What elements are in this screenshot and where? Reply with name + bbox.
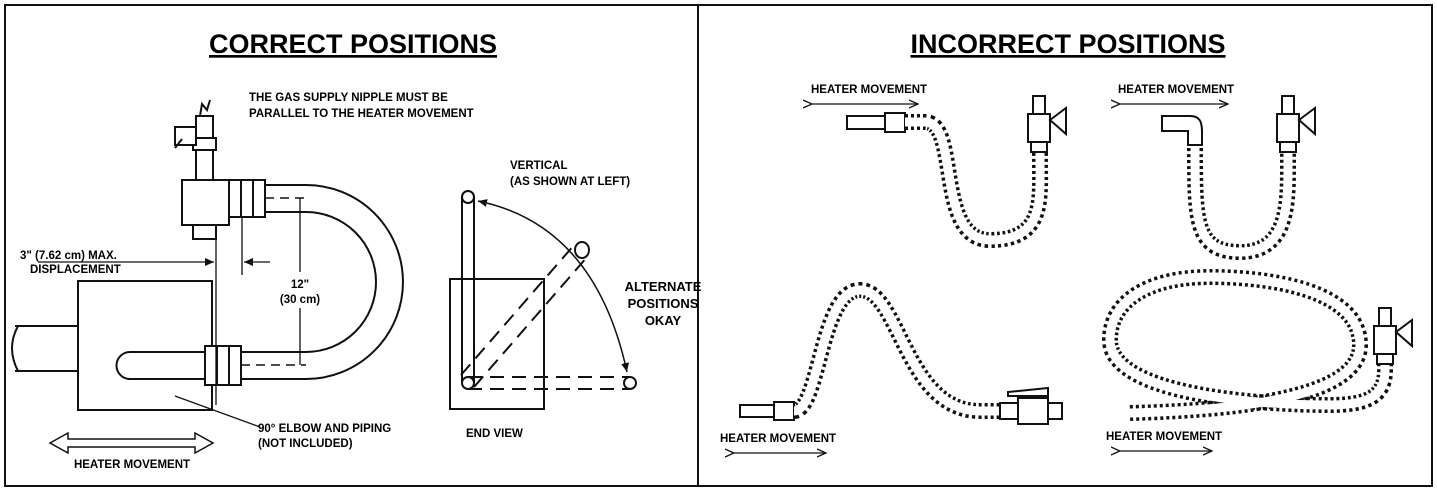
nipple-note-line2: PARALLEL TO THE HEATER MOVEMENT <box>249 108 474 120</box>
end-view <box>449 190 637 410</box>
height-dimension-line1: 12" <box>291 279 309 291</box>
example-3-movement-label: HEATER MOVEMENT <box>720 433 836 445</box>
example-2-valve <box>1276 95 1316 153</box>
vertical-note-line1: VERTICAL <box>510 160 568 172</box>
displacement-dimension <box>38 217 270 405</box>
vertical-note-line2: (AS SHOWN AT LEFT) <box>510 176 630 188</box>
heater-movement-label: HEATER MOVEMENT <box>74 459 190 471</box>
example-1-valve <box>1027 95 1067 153</box>
example-2-movement-label: HEATER MOVEMENT <box>1118 84 1234 96</box>
elbow-note-line1: 90° ELBOW AND PIPING <box>258 423 391 435</box>
correct-title: CORRECT POSITIONS <box>209 29 497 59</box>
elbow-leader <box>174 395 261 428</box>
heater-body <box>11 280 213 411</box>
gas-supply-tee <box>174 99 230 240</box>
correct-panel: CORRECT POSITIONS THE GAS SUPPLY NIPPLE … <box>11 29 702 471</box>
elbow-note-line2: (NOT INCLUDED) <box>258 438 353 450</box>
alternate-line2: POSITIONS <box>628 296 699 311</box>
incorrect-example-1: HEATER MOVEMENT <box>811 84 1067 249</box>
outer-frame <box>4 4 1433 487</box>
example-4-valve <box>1373 307 1413 365</box>
nipple-note-line1: THE GAS SUPPLY NIPPLE MUST BE <box>249 92 448 104</box>
incorrect-example-2: HEATER MOVEMENT <box>1118 84 1316 261</box>
centerlines <box>241 197 306 366</box>
incorrect-example-4: HEATER MOVEMENT <box>1101 268 1413 451</box>
displacement-line2: DISPLACEMENT <box>30 264 121 276</box>
example-4-movement-label: HEATER MOVEMENT <box>1106 431 1222 443</box>
u-piping <box>115 179 404 386</box>
example-1-movement-label: HEATER MOVEMENT <box>811 84 927 96</box>
example-3-valve <box>999 386 1063 425</box>
incorrect-panel: INCORRECT POSITIONS HEATER MOVEMENT HEAT… <box>720 29 1413 453</box>
end-view-label: END VIEW <box>466 428 523 440</box>
height-dimension-line2: (30 cm) <box>280 294 320 306</box>
alternate-line1: ALTERNATE <box>625 279 702 294</box>
incorrect-title: INCORRECT POSITIONS <box>910 29 1225 59</box>
alternate-line3: OKAY <box>645 313 682 328</box>
displacement-line1: 3" (7.62 cm) MAX. <box>20 250 117 262</box>
incorrect-example-3: HEATER MOVEMENT <box>720 281 1063 453</box>
heater-movement-arrow <box>48 431 215 455</box>
